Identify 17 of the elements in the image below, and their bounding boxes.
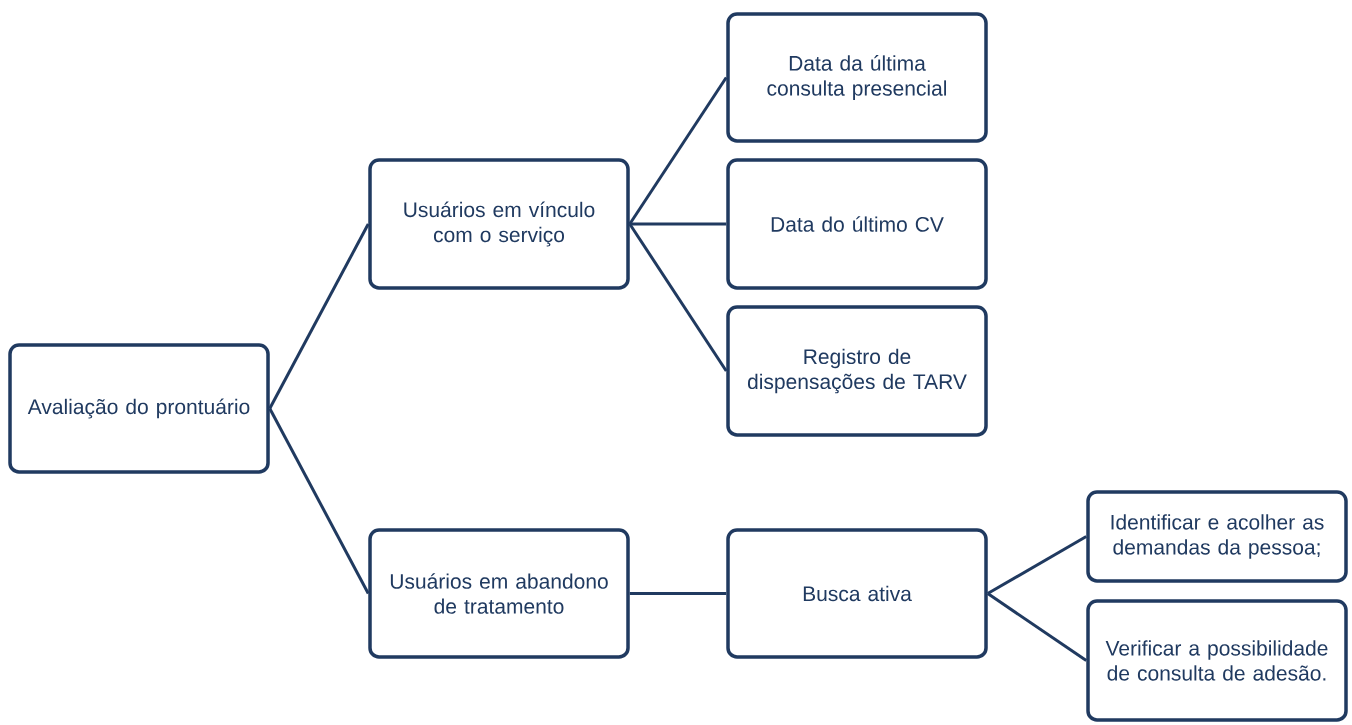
connector-line [987,535,1087,595]
process-box: Registro de dispensações de TARV [726,305,988,437]
process-box: Data da última consulta presencial [726,12,988,143]
process-box: Busca ativa [726,528,988,659]
process-box: Usuários em vínculo com o serviço [368,158,630,290]
process-box: Identificar e acolher as demandas da pessoa; [1086,490,1348,583]
connector-line [268,407,370,595]
process-box: Verificar a possibilidade de consulta de adesão. [1086,599,1348,722]
connector-line [986,592,1088,662]
connector-line [629,222,727,226]
connector-line [268,223,370,410]
process-box: Avaliação do prontuário [8,343,270,474]
process-box: Usuários em abandono de tratamento [368,528,630,659]
connector-line [628,76,728,225]
connector-line [628,223,728,372]
process-box: Data do último CV [726,158,988,290]
connector-line [629,592,727,595]
